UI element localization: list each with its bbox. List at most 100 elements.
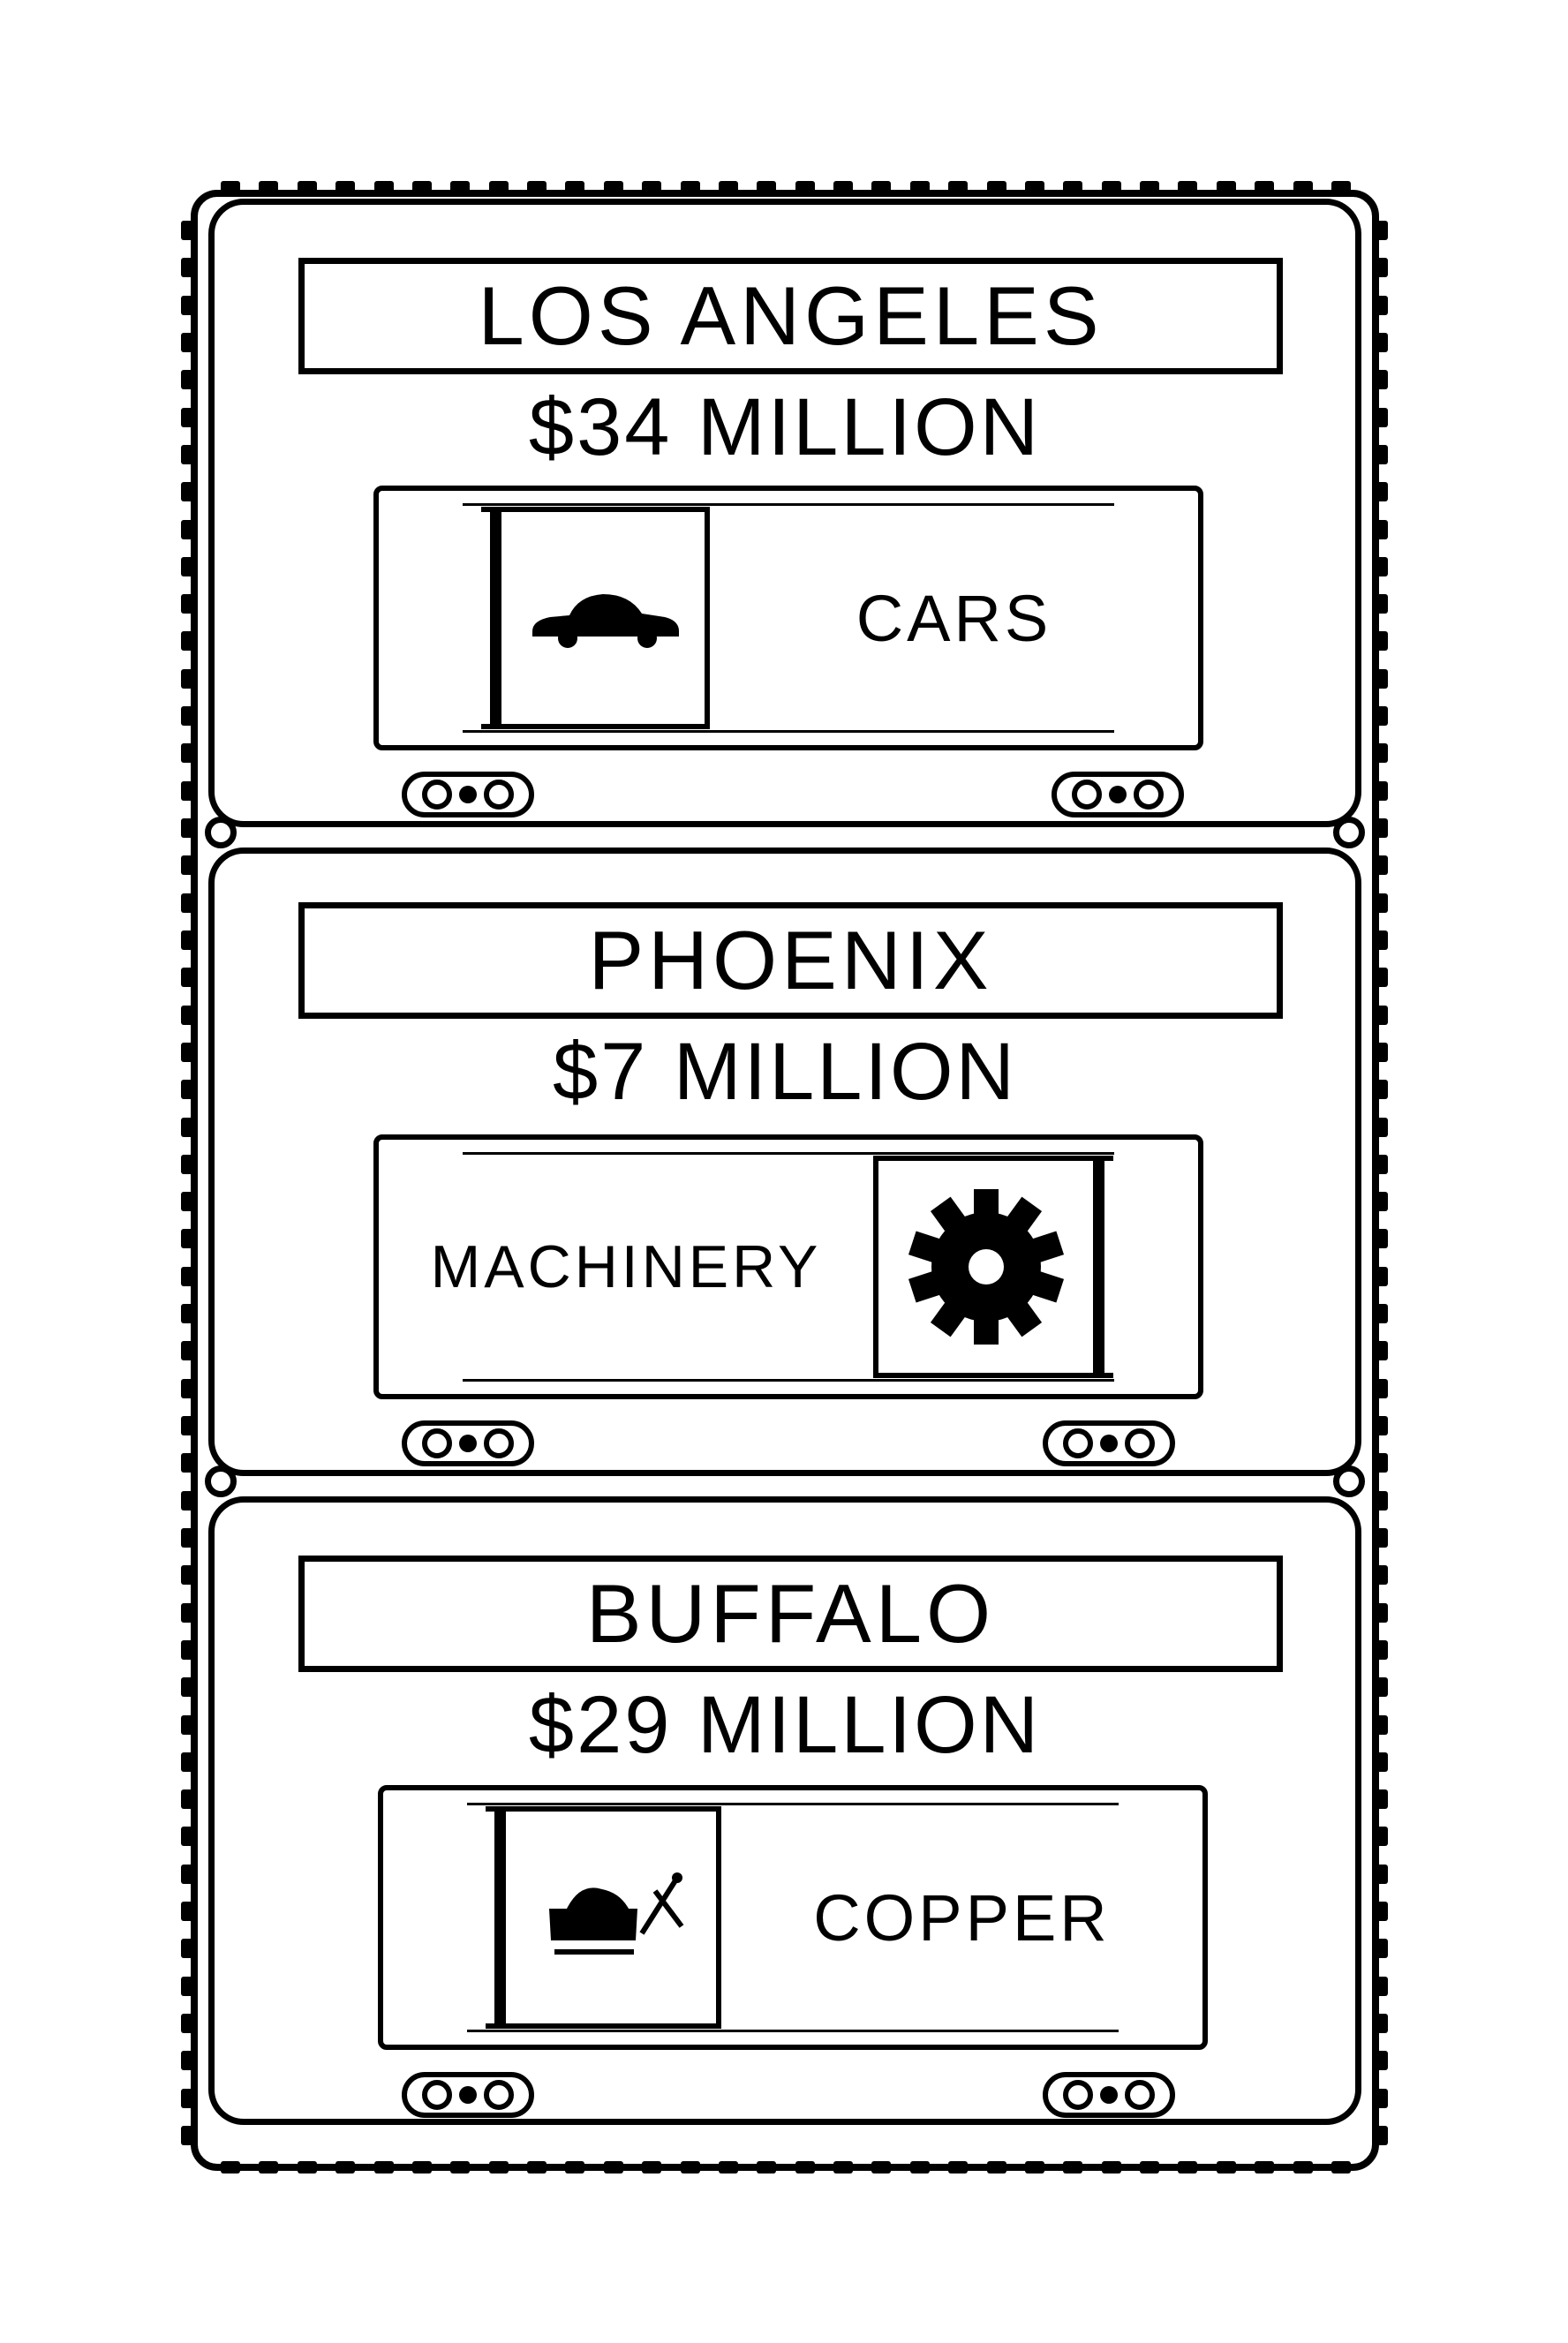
perforation-dot bbox=[411, 2161, 432, 2173]
perforation-dot bbox=[181, 1453, 193, 1473]
perforation-dot bbox=[181, 1117, 193, 1137]
perforation-dot bbox=[181, 444, 193, 464]
perforation-dot bbox=[1376, 594, 1388, 614]
perforation-dot bbox=[181, 295, 193, 315]
panel-buffalo: BUFFALO $29 MILLION COPPER bbox=[208, 1496, 1361, 2125]
cargo-label: COPPER bbox=[813, 1880, 1111, 1955]
perforation-dot bbox=[1293, 181, 1313, 193]
wheel-truck-right bbox=[1043, 1420, 1175, 1466]
wheel-truck-left bbox=[402, 772, 534, 817]
perforation-dot bbox=[718, 181, 738, 193]
boxcar: COPPER bbox=[378, 1785, 1208, 2050]
gear-icon bbox=[873, 1156, 1098, 1378]
perforation-dot bbox=[181, 1378, 193, 1398]
perforation-dot bbox=[1376, 1827, 1388, 1847]
door-post bbox=[486, 1806, 509, 2029]
perforation-dot bbox=[297, 2161, 317, 2173]
perforation-dot bbox=[181, 968, 193, 988]
perforation-dot bbox=[1376, 2088, 1388, 2108]
perforation-dot bbox=[527, 181, 547, 193]
perforation-dot bbox=[1376, 1789, 1388, 1810]
perforation-dot bbox=[1255, 2161, 1275, 2173]
door-post bbox=[481, 507, 505, 729]
perforation-dot bbox=[757, 181, 777, 193]
perforation-dot bbox=[1376, 780, 1388, 801]
perforation-dot bbox=[181, 818, 193, 838]
perforation-dot bbox=[1376, 1565, 1388, 1586]
perforation-dot bbox=[1376, 1527, 1388, 1548]
perforation-dot bbox=[373, 2161, 394, 2173]
perforation-dot bbox=[1376, 1714, 1388, 1735]
perforation-dot bbox=[565, 2161, 585, 2173]
perforation-dot bbox=[181, 743, 193, 764]
perforation-dot bbox=[181, 2088, 193, 2108]
perforation-bottom bbox=[221, 2161, 1351, 2173]
amount-label: $7 MILLION bbox=[553, 1027, 1017, 1117]
perforation-dot bbox=[871, 2161, 892, 2173]
perforation-dot bbox=[259, 181, 279, 193]
perforation-dot bbox=[181, 855, 193, 876]
perforation-dot bbox=[986, 2161, 1006, 2173]
perforation-dot bbox=[181, 706, 193, 727]
panel-los-angeles: LOS ANGELES $34 MILLION CARS bbox=[208, 199, 1361, 827]
perforation-dot bbox=[1331, 2161, 1351, 2173]
perforation-dot bbox=[1376, 855, 1388, 876]
perforation-dot bbox=[1376, 1005, 1388, 1025]
perforation-dot bbox=[181, 930, 193, 950]
perforation-dot bbox=[181, 668, 193, 689]
perforation-dot bbox=[1376, 1378, 1388, 1398]
perforation-dot bbox=[181, 1154, 193, 1174]
perforation-dot bbox=[488, 181, 509, 193]
boxcar: CARS bbox=[373, 486, 1203, 750]
perforation-dot bbox=[642, 2161, 662, 2173]
perforation-dot bbox=[1024, 181, 1044, 193]
perforation-dot bbox=[221, 181, 240, 193]
city-label: LOS ANGELES bbox=[298, 258, 1283, 374]
perforation-dot bbox=[1376, 1864, 1388, 1884]
panel-phoenix: PHOENIX $7 MILLION MACHINERY bbox=[208, 848, 1361, 1476]
perforation-dot bbox=[1376, 370, 1388, 390]
perforation-dot bbox=[181, 631, 193, 652]
perforation-dot bbox=[1376, 1192, 1388, 1212]
perforation-dot bbox=[1376, 221, 1388, 240]
perforation-dot bbox=[181, 1304, 193, 1324]
perforation-dot bbox=[488, 2161, 509, 2173]
wheel-truck-right bbox=[1043, 2072, 1175, 2118]
perforation-dot bbox=[1376, 893, 1388, 913]
perforation-dot bbox=[1376, 743, 1388, 764]
perforation-dot bbox=[1376, 968, 1388, 988]
perforation-dot bbox=[948, 181, 969, 193]
perforation-dot bbox=[1331, 181, 1351, 193]
junction-right-2 bbox=[1333, 1465, 1365, 1497]
perforation-dot bbox=[795, 2161, 815, 2173]
perforation-dot bbox=[1376, 706, 1388, 727]
perforation-dot bbox=[181, 1565, 193, 1586]
perforation-dot bbox=[181, 556, 193, 576]
perforation-dot bbox=[335, 2161, 356, 2173]
perforation-dot bbox=[1376, 556, 1388, 576]
perforation-dot bbox=[1376, 1042, 1388, 1062]
perforation-dot bbox=[259, 2161, 279, 2173]
perforation-dot bbox=[1376, 1976, 1388, 1996]
perforation-dot bbox=[680, 2161, 700, 2173]
junction-left-1 bbox=[205, 817, 237, 848]
perforation-dot bbox=[1063, 181, 1083, 193]
perforation-dot bbox=[1063, 2161, 1083, 2173]
perforation-dot bbox=[1293, 2161, 1313, 2173]
perforation-dot bbox=[181, 780, 193, 801]
perforation-dot bbox=[1376, 407, 1388, 427]
perforation-dot bbox=[181, 258, 193, 278]
perforation-dot bbox=[1376, 818, 1388, 838]
perforation-dot bbox=[1376, 444, 1388, 464]
perforation-dot bbox=[181, 2125, 193, 2145]
perforation-dot bbox=[181, 893, 193, 913]
perforation-dot bbox=[603, 181, 623, 193]
perforation-dot bbox=[181, 594, 193, 614]
perforation-dot bbox=[680, 181, 700, 193]
perforation-dot bbox=[1178, 2161, 1198, 2173]
perforation-dot bbox=[181, 1827, 193, 1847]
perforation-dot bbox=[450, 2161, 471, 2173]
perforation-dot bbox=[1376, 1677, 1388, 1698]
amount-label: $34 MILLION bbox=[528, 382, 1042, 472]
perforation-dot bbox=[181, 519, 193, 539]
